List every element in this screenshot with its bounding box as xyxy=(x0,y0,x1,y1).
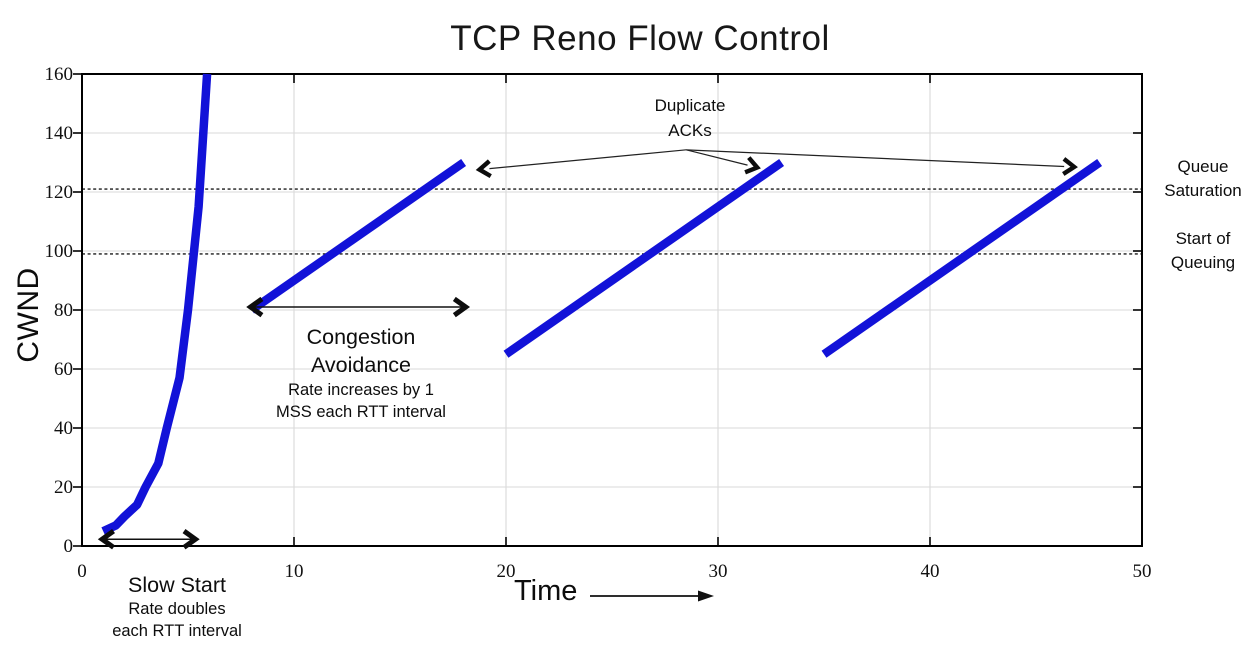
queue-saturation-line1: Queue xyxy=(1177,157,1229,176)
x-tick-label: 40 xyxy=(921,561,940,582)
y-tick-label: 0 xyxy=(64,536,74,557)
y-tick-label: 120 xyxy=(45,182,74,203)
interval-arrow-left-head xyxy=(246,296,264,318)
chart-title: TCP Reno Flow Control xyxy=(450,19,830,58)
slow-start-curve xyxy=(101,73,212,536)
congestion-avoidance-2 xyxy=(503,159,785,358)
y-tick-label: 100 xyxy=(45,241,74,262)
congestion-avoidance-heading1: Congestion xyxy=(306,325,416,349)
duplicate-ack-pointer-head xyxy=(744,156,761,175)
duplicate-ack-pointer-head xyxy=(1062,157,1078,176)
queue-saturation-line2: Saturation xyxy=(1164,181,1242,200)
slow-start-heading: Slow Start xyxy=(128,573,226,597)
annotation-slow-start: Slow Start Rate doubles each RTT interva… xyxy=(112,572,242,642)
y-tick-label: 160 xyxy=(45,64,74,85)
x-tick-label: 30 xyxy=(709,561,728,582)
interval-arrow-left-head xyxy=(97,529,115,550)
congestion-avoidance-sub2: MSS each RTT interval xyxy=(276,403,446,421)
congestion-avoidance-1 xyxy=(249,159,467,314)
y-tick-label: 40 xyxy=(54,418,73,439)
duplicate-ack-pointer-head xyxy=(475,159,492,178)
annotation-duplicate-acks-line1: Duplicate xyxy=(654,96,726,115)
x-tick-label: 50 xyxy=(1133,561,1152,582)
congestion-avoidance-heading2: Avoidance xyxy=(310,353,411,377)
x-axis-label: Time xyxy=(514,575,578,607)
x-tick-label: 20 xyxy=(497,561,516,582)
x-tick-label: 0 xyxy=(77,561,87,582)
y-axis-label: CWND xyxy=(12,267,45,363)
congestion-avoidance-3 xyxy=(821,159,1103,358)
time-arrow-head xyxy=(698,590,714,602)
guide-label-start-of-queuing: Start of Queuing xyxy=(1171,227,1235,275)
interval-arrow-right-head xyxy=(182,529,200,550)
annotation-congestion-avoidance: Congestion Avoidance Rate increases by 1… xyxy=(276,323,446,423)
slow-start-sub1: Rate doubles xyxy=(128,600,226,618)
y-tick-label: 20 xyxy=(54,477,73,498)
annotation-duplicate-acks: Duplicate ACKs xyxy=(655,93,726,143)
x-tick-label: 10 xyxy=(285,561,304,582)
y-tick-label: 80 xyxy=(54,300,73,321)
duplicate-ack-pointer-line xyxy=(686,149,1065,168)
guide-label-queue-saturation: Queue Saturation xyxy=(1164,155,1242,203)
slow-start-sub2: each RTT interval xyxy=(112,622,242,640)
duplicate-ack-pointer-line xyxy=(686,149,748,166)
annotation-duplicate-acks-line2: ACKs xyxy=(668,121,712,140)
y-tick-label: 60 xyxy=(54,359,73,380)
interval-arrow-right-head xyxy=(452,296,471,318)
duplicate-ack-pointer-line xyxy=(489,149,687,170)
congestion-avoidance-sub1: Rate increases by 1 xyxy=(288,381,434,399)
start-of-queuing-line1: Start of xyxy=(1175,229,1231,248)
y-tick-label: 140 xyxy=(45,123,74,144)
start-of-queuing-line2: Queuing xyxy=(1170,253,1236,272)
